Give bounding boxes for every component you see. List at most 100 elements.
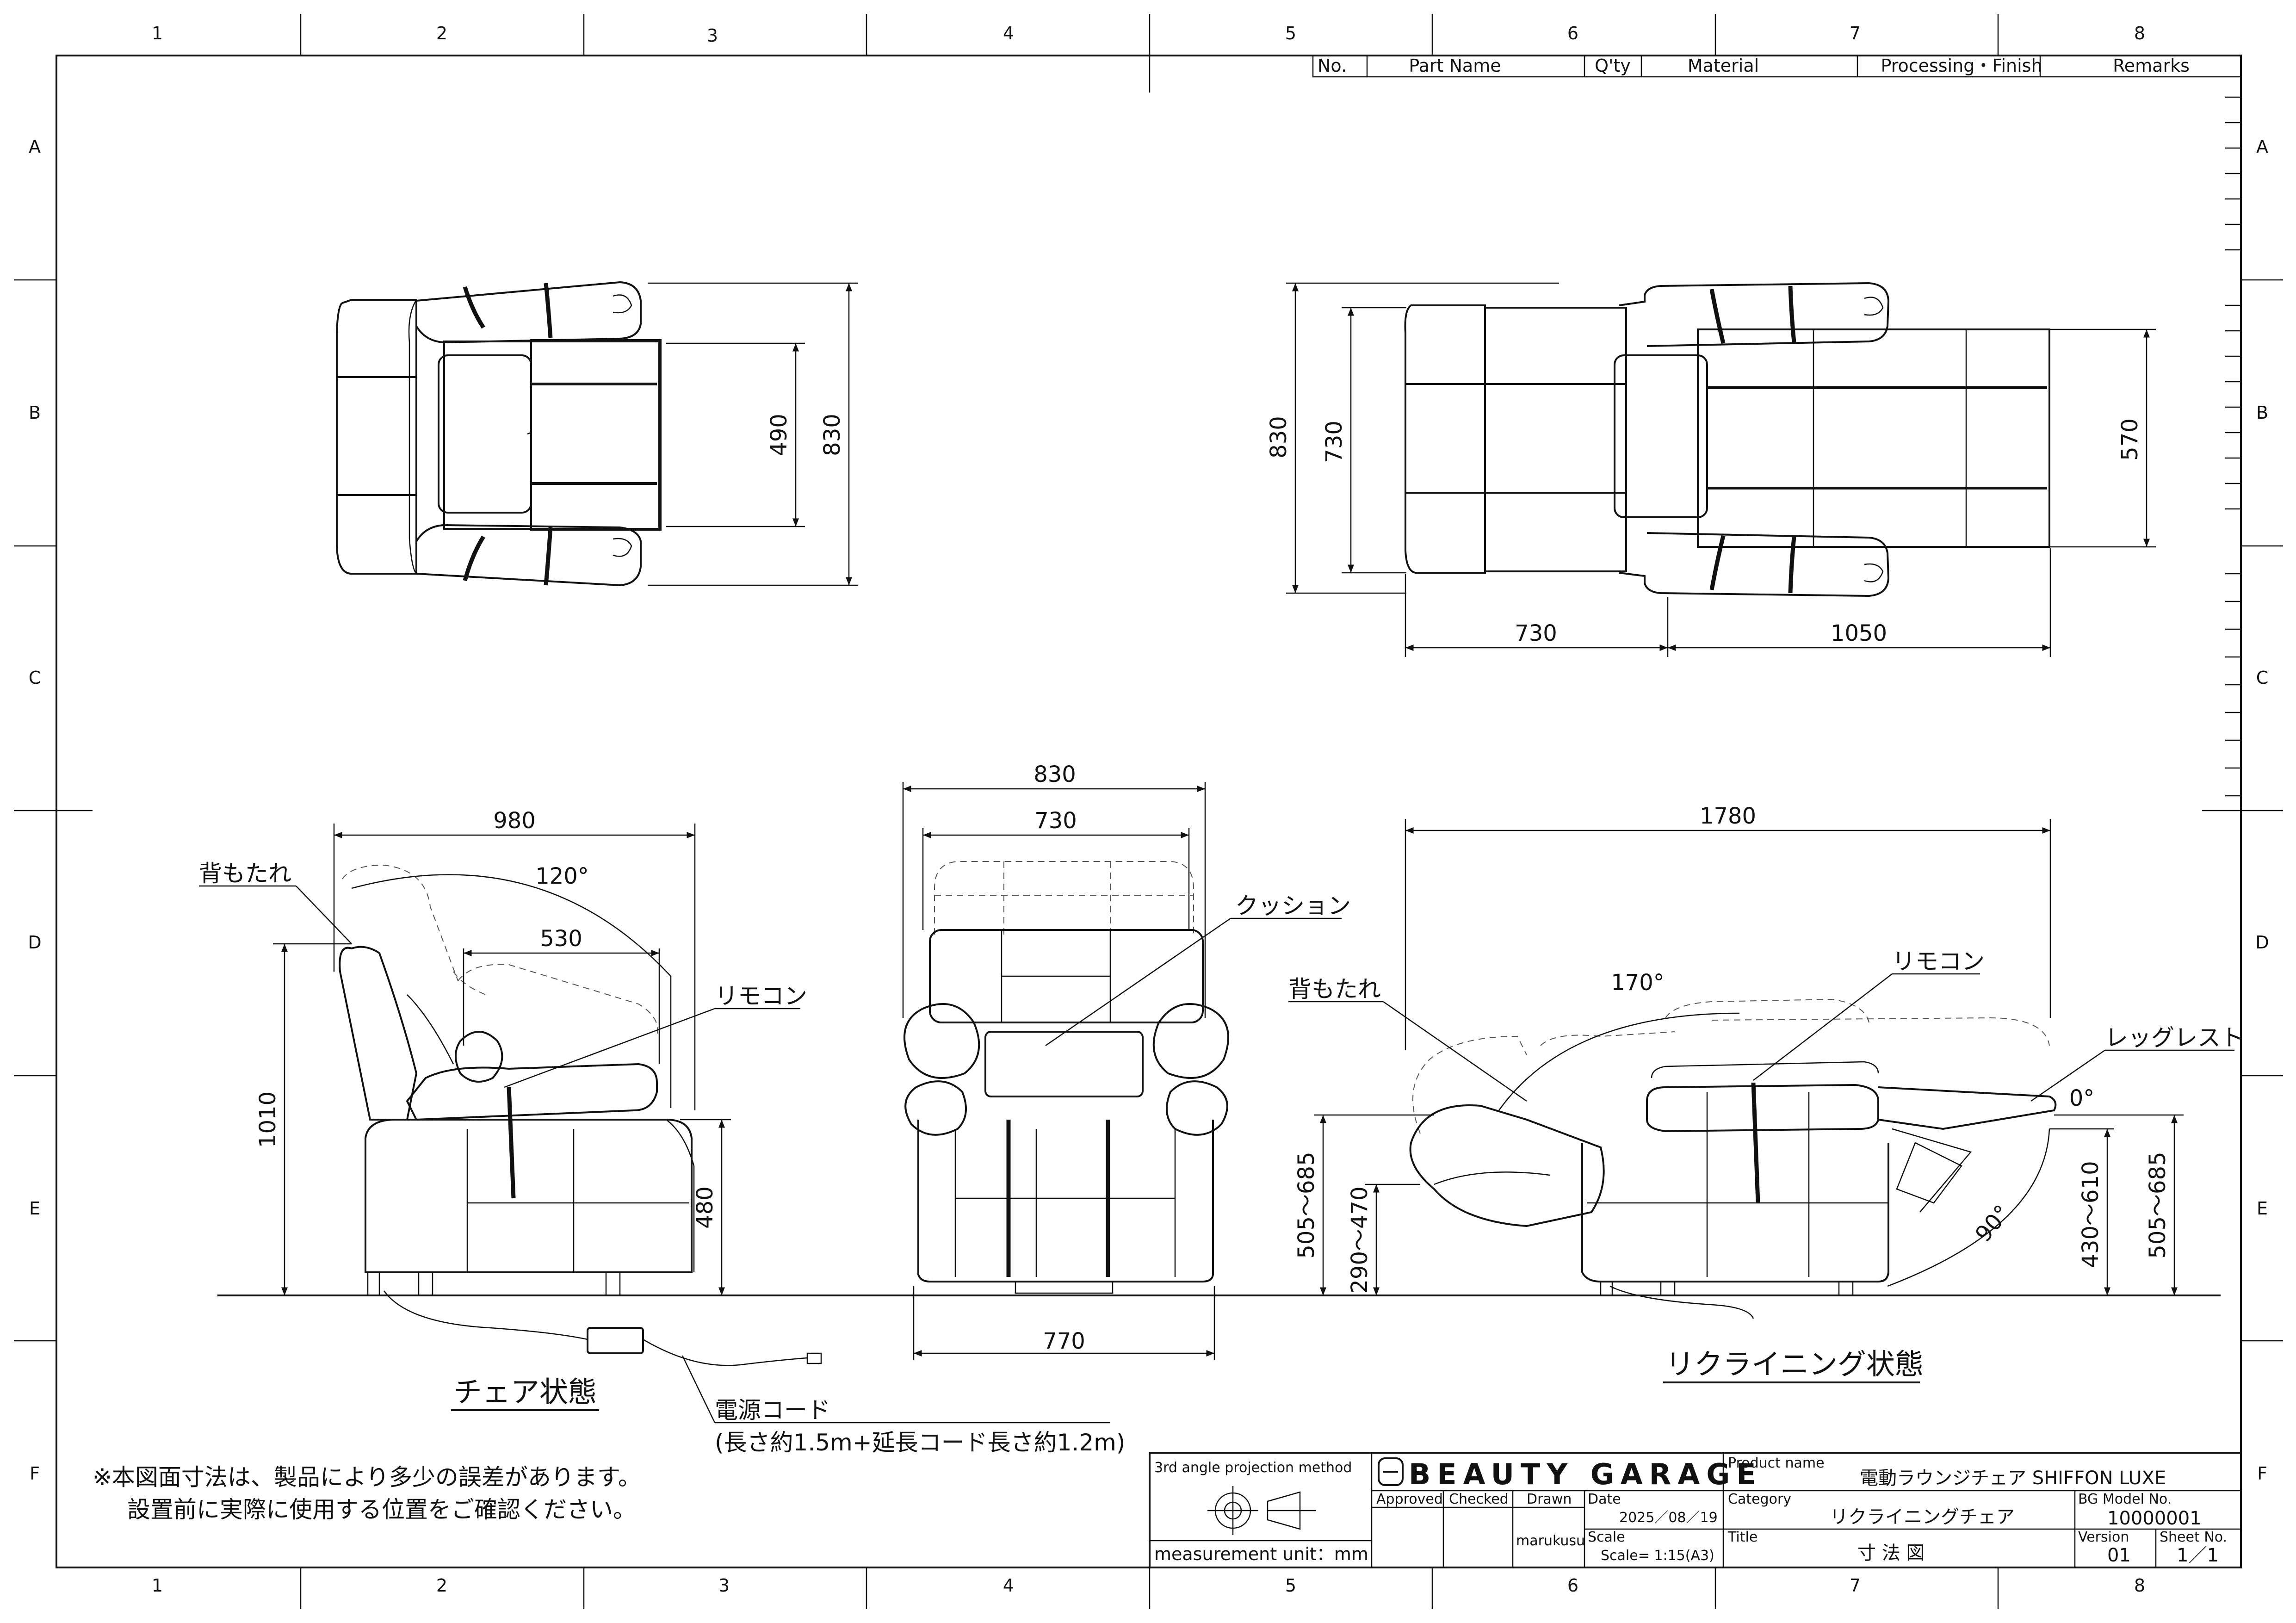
title-label: Title	[1727, 1529, 1758, 1545]
col-label: 7	[1850, 1575, 1861, 1596]
col-label: 6	[1567, 1575, 1578, 1596]
angle-120: 120°	[535, 863, 589, 889]
note-line-1: ※本図面寸法は、製品により多少の誤差があります。	[93, 1464, 641, 1491]
edge-ruler	[2225, 96, 2241, 797]
approved-label: Approved	[1376, 1491, 1443, 1507]
bg-model: 10000001	[2107, 1508, 2202, 1529]
parts-header-remarks: Remarks	[2113, 56, 2190, 76]
brand-name: BEAUTY GARAGE	[1409, 1457, 1763, 1491]
row-label: F	[2257, 1463, 2267, 1484]
parts-table: No. Part Name Q'ty Material Processing・F…	[1312, 55, 2242, 78]
projection-symbol-icon	[1207, 1486, 1316, 1535]
note-line-2: 設置前に実際に使用する位置をご確認ください。	[127, 1496, 636, 1523]
row-label: D	[28, 932, 41, 953]
col-label: 1	[152, 1575, 163, 1596]
dim-980: 980	[493, 808, 536, 834]
col-label: 3	[718, 1575, 730, 1596]
product-name: 電動ラウンジチェア SHIFFON LUXE	[1860, 1468, 2166, 1489]
label-backrest: 背もたれ	[1288, 976, 1381, 1003]
drawn-by: marukusu	[1516, 1533, 1585, 1549]
top-view-reclined: 830 730 570 730 1050	[1266, 282, 2156, 657]
bg-model-label: BG Model No.	[2078, 1491, 2172, 1507]
captions: チェア状態 リクライニング状態 電源コード (長さ約1.5m+延長コード長さ約1…	[93, 1347, 1924, 1523]
col-label: 4	[1003, 23, 1014, 43]
dim-770: 770	[1043, 1328, 1085, 1354]
parts-header-material: Material	[1688, 56, 1759, 76]
row-label: D	[2255, 932, 2269, 953]
row-dividers	[14, 279, 2283, 1342]
label-legrest: レッグレスト	[2105, 1024, 2244, 1051]
front-view: 830 730 770 クッション	[902, 762, 1351, 1360]
scale-value: Scale= 1:15(A3)	[1601, 1548, 1714, 1564]
sheet: 1／1	[2177, 1545, 2219, 1566]
dim-290-470: 290～470	[1347, 1186, 1373, 1293]
parts-header-no: No.	[1318, 56, 1347, 76]
row-label: E	[29, 1198, 40, 1219]
col-label: 3	[707, 25, 718, 46]
category-label: Category	[1728, 1491, 1791, 1507]
row-label: B	[29, 403, 41, 423]
projection-label: 3rd angle projection method	[1154, 1460, 1352, 1476]
column-dividers	[300, 14, 1999, 1609]
dim-830: 830	[1266, 416, 1292, 458]
parts-header-processing: Processing・Finish	[1881, 56, 2042, 76]
dim-530: 530	[540, 926, 582, 952]
col-label: 8	[2134, 1575, 2145, 1596]
angle-170: 170°	[1611, 970, 1665, 996]
label-cushion: クッション	[1235, 892, 1351, 919]
parts-header-name: Part Name	[1409, 56, 1501, 76]
unit-label: measurement unit：mm	[1154, 1544, 1368, 1564]
checked-label: Checked	[1449, 1491, 1509, 1507]
row-label: E	[2257, 1198, 2268, 1219]
row-label: A	[2256, 136, 2268, 157]
title-block: 3rd angle projection method measurement …	[1149, 1452, 2242, 1568]
row-label: A	[29, 136, 41, 157]
col-label: 4	[1003, 1575, 1014, 1596]
side-view-chair: 980 530 1010 480 120° 背もたれ リモコン	[199, 808, 2221, 1366]
col-label: 5	[1285, 1575, 1296, 1596]
frame: 1 2 3 4 5 6 7 8 1 2 3 4 5 6 7 8 A B C D …	[14, 14, 2283, 1609]
row-label: B	[2256, 403, 2268, 423]
dim-1010: 1010	[255, 1091, 281, 1148]
dim-830: 830	[819, 414, 845, 456]
row-label: C	[29, 668, 41, 688]
row-label: F	[30, 1463, 40, 1484]
parts-header-qty: Q'ty	[1595, 56, 1631, 76]
col-label: 6	[1567, 23, 1578, 43]
category: リクライニングチェア	[1830, 1506, 2015, 1528]
dim-480: 480	[692, 1186, 718, 1229]
col-label: 5	[1285, 23, 1296, 43]
dim-730-horizontal: 730	[1515, 620, 1557, 646]
drawn-label: Drawn	[1527, 1491, 1572, 1507]
caption-power-cord-note: (長さ約1.5m+延長コード長さ約1.2m)	[715, 1429, 1125, 1456]
drawing-title: 寸 法 図	[1857, 1542, 1925, 1564]
dim-490: 490	[766, 414, 792, 456]
side-view-reclined: 1780 170° 0° 90° 505～685 290～470 430～610…	[1288, 803, 2244, 1319]
col-label: 1	[152, 23, 163, 43]
date-label: Date	[1588, 1491, 1621, 1507]
label-remote: リモコン	[1892, 948, 1985, 975]
dim-730: 730	[1034, 808, 1077, 834]
dim-505-685-left: 505～685	[1293, 1152, 1319, 1258]
dim-830: 830	[1034, 762, 1076, 787]
dim-730: 730	[1321, 421, 1347, 463]
row-label: C	[2256, 668, 2269, 688]
caption-chair-state: チェア状態	[453, 1375, 597, 1409]
top-view-chair: 490 830	[336, 281, 858, 587]
date-value: 2025／08／19	[1619, 1510, 1718, 1526]
dim-430-610: 430～610	[2078, 1161, 2104, 1268]
brand-logo-icon	[1378, 1457, 1404, 1486]
version: 01	[2107, 1545, 2131, 1566]
dim-505-685-right: 505～685	[2145, 1152, 2171, 1258]
label-remote: リモコン	[715, 983, 807, 1010]
col-label: 2	[436, 23, 447, 43]
scale-label: Scale	[1588, 1529, 1625, 1545]
angle-0: 0°	[2069, 1085, 2095, 1111]
col-label: 2	[436, 1575, 447, 1596]
label-backrest: 背もたれ	[199, 860, 291, 887]
dim-1050: 1050	[1831, 620, 1887, 646]
angle-90: 90°	[1970, 1200, 2016, 1247]
dim-570: 570	[2117, 418, 2143, 461]
